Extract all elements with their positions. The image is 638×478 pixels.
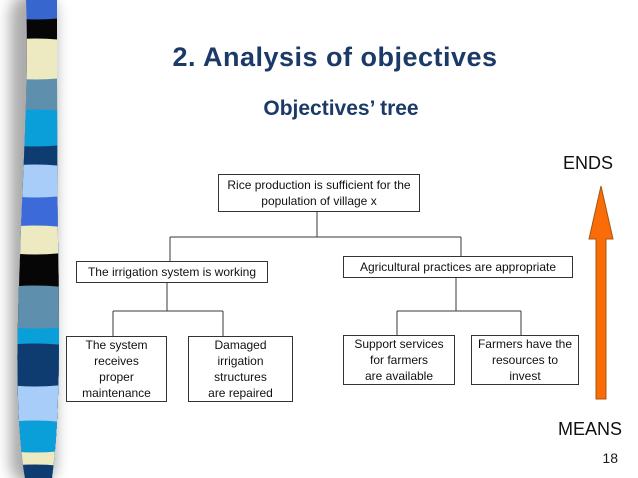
tree-node-root: Rice production is sufficient for the po… [218,174,420,212]
means-label: MEANS [557,419,623,439]
up-arrow-icon [588,185,614,400]
ribbon-segments [17,0,59,478]
tree-node-support-services: Support services for farmers are availab… [343,335,455,385]
tree-node-farmers-resources: Farmers have the resources to invest [471,335,579,385]
tree-node-label: Agricultural practices are appropriate [359,259,557,274]
tree-node-label: Support services for farmers are availab… [354,336,444,384]
ends-label: ENDS [562,153,614,173]
tree-node-maintenance: The system receives proper maintenance [66,336,167,402]
tree-node-label: Rice production is sufficient for the po… [227,177,411,208]
ribbon-decoration [17,0,59,478]
page-subtitle: Objectives’ tree [263,97,419,120]
page-title: 2. Analysis of objectives [172,42,498,72]
tree-node-agricultural-practices: Agricultural practices are appropriate [343,256,573,278]
tree-node-label: The system receives proper maintenance [82,337,151,401]
tree-node-irrigation: The irrigation system is working [76,261,268,283]
tree-node-label: The irrigation system is working [87,264,257,279]
tree-node-structures-repaired: Damaged irrigation structures are repair… [188,336,293,402]
page-number: 18 [602,450,618,466]
ribbon-segment [17,464,59,478]
tree-node-label: Damaged irrigation structures are repair… [208,337,273,401]
tree-node-label: Farmers have the resources to invest [477,336,573,384]
